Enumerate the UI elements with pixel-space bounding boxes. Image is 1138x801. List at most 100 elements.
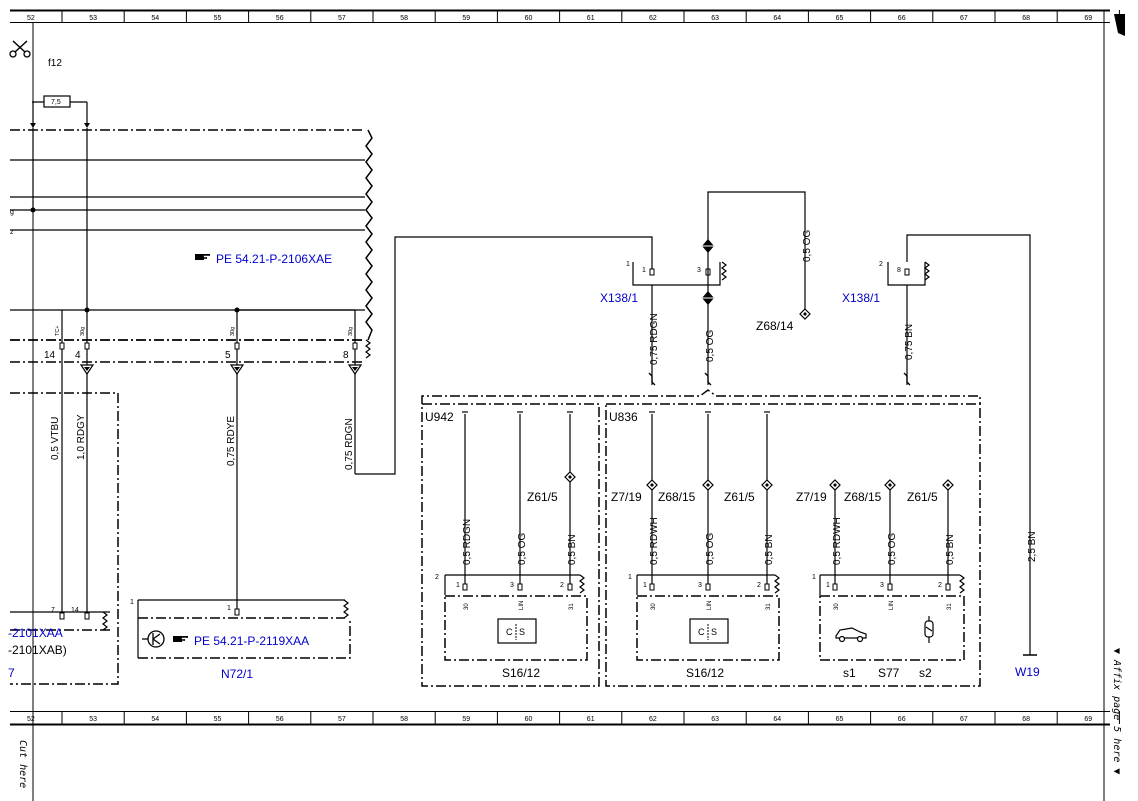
w19-label: W19 bbox=[1015, 665, 1040, 679]
pin-s77-lin: LIN bbox=[889, 601, 895, 610]
pin-x138l-3: 3 bbox=[697, 267, 701, 274]
pin-n72-1b: 1 bbox=[227, 605, 231, 612]
ruler-column-bottom: 60 bbox=[525, 716, 533, 723]
z68-14-label: Z68/14 bbox=[756, 319, 794, 333]
ruler-column-top: 69 bbox=[1084, 15, 1092, 22]
ruler-column-bottom: 61 bbox=[587, 716, 595, 723]
ruler-column-top: 56 bbox=[276, 15, 284, 22]
affix-note: ▼ Affix page 5 here ▼ bbox=[1111, 648, 1122, 774]
pin-30g-b: 30g bbox=[230, 327, 236, 336]
pin-s77-30: 30 bbox=[834, 603, 840, 610]
wire-u836-rdwh: 0,5 RDWH bbox=[649, 517, 660, 565]
pointing-hand-icon bbox=[172, 635, 189, 643]
pin-ll-7: 7 bbox=[51, 607, 55, 614]
pin-s16l-1: 1 bbox=[456, 582, 460, 589]
s77-s1-label: s1 bbox=[843, 666, 856, 680]
car-icon bbox=[835, 627, 867, 643]
pin-x138l-1b: 1 bbox=[642, 267, 646, 274]
switch-symbol-icon: C S bbox=[497, 618, 537, 644]
ruler-column-bottom: 59 bbox=[462, 716, 470, 723]
x138-right-label: X138/1 bbox=[842, 291, 880, 305]
ruler-column-bottom: 57 bbox=[338, 716, 346, 723]
u836-z61-label: Z61/5 bbox=[724, 490, 755, 504]
ref-2119XAA: PE 54.21-P-2119XAA bbox=[194, 634, 309, 648]
wire-u942-rdgn: 0,5 RDGN bbox=[462, 519, 473, 565]
pin-x138l-1: 1 bbox=[626, 261, 630, 268]
scissors-icon bbox=[9, 40, 31, 58]
ruler-column-bottom: 56 bbox=[276, 716, 284, 723]
pointing-hand-icon bbox=[194, 253, 211, 261]
ruler-column-top: 54 bbox=[151, 15, 159, 22]
ruler-column-top: 62 bbox=[649, 15, 657, 22]
wire-x138-og: 0,5 OG bbox=[705, 330, 716, 362]
wire-bundle bbox=[10, 128, 373, 341]
pin-s77-31: 31 bbox=[947, 603, 953, 610]
ruler-column-bottom: 66 bbox=[898, 716, 906, 723]
lamp-icon bbox=[924, 616, 934, 643]
s16-left-label: S16/12 bbox=[502, 666, 540, 680]
s77-label: S77 bbox=[878, 666, 900, 680]
u836-z6815-label: Z68/15 bbox=[658, 490, 696, 504]
switch-symbol-icon: C S bbox=[689, 618, 729, 644]
wire-u942-bn: 0,5 BN bbox=[567, 534, 578, 565]
pin-s16r-lin: LIN bbox=[707, 601, 713, 610]
u836-z719-label: Z7/19 bbox=[611, 490, 642, 504]
ruler-column-bottom: 55 bbox=[214, 716, 222, 723]
ruler-column-top: 55 bbox=[214, 15, 222, 22]
pin-s77-3: 3 bbox=[880, 582, 884, 589]
ruler-column-top: 67 bbox=[960, 15, 968, 22]
pin-s16l-2: 2 bbox=[435, 574, 439, 581]
ruler-column-top: 64 bbox=[773, 15, 781, 22]
pin-s77-2: 2 bbox=[938, 582, 942, 589]
pin-4: 4 bbox=[75, 350, 81, 361]
ruler-column-top: 58 bbox=[400, 15, 408, 22]
ruler-column-top: 60 bbox=[525, 15, 533, 22]
pin-s16r-31: 31 bbox=[766, 603, 772, 610]
s77-z61-label: Z61/5 bbox=[907, 490, 938, 504]
ruler-column-bottom: 64 bbox=[773, 716, 781, 723]
pin-tc: TC+ bbox=[55, 325, 61, 336]
fuse-rating: 7,5 bbox=[51, 99, 61, 106]
wire-rdye: 0,75 RDYE bbox=[226, 416, 237, 466]
pin-5: 5 bbox=[225, 350, 231, 361]
ruler-column-top: 65 bbox=[836, 15, 844, 22]
ruler-column-bottom: 53 bbox=[89, 716, 97, 723]
wire-u942-og: 0,5 OG bbox=[517, 533, 528, 565]
ref-2101XAB: -2101XAB) bbox=[8, 643, 67, 657]
wire-z68-og: 0,5 OG bbox=[802, 230, 813, 262]
ref-2101XAA: -2101XAA bbox=[8, 626, 63, 640]
pin-s16l-3: 3 bbox=[510, 582, 514, 589]
pin-s77-1: 1 bbox=[812, 574, 816, 581]
amplifier-icon bbox=[142, 630, 165, 648]
pin-x138r-2: 2 bbox=[879, 261, 883, 268]
u942-label: U942 bbox=[425, 410, 454, 424]
wire-w19-bn: 2,5 BN bbox=[1027, 531, 1038, 562]
pin-s77-1b: 1 bbox=[826, 582, 830, 589]
fuse-label: f12 bbox=[48, 58, 62, 69]
pin-s16l-30: 30 bbox=[464, 603, 470, 610]
pin-30g-a: 30g bbox=[80, 327, 86, 336]
svg-text:S: S bbox=[519, 627, 525, 637]
ruler-column-bottom: 62 bbox=[649, 716, 657, 723]
wire-x138-bn: 0,75 BN bbox=[904, 324, 915, 360]
svg-text:C: C bbox=[506, 627, 513, 637]
pin-30g-c: 30g bbox=[348, 327, 354, 336]
pin-8: 8 bbox=[343, 350, 349, 361]
pin-s16r-1: 1 bbox=[628, 574, 632, 581]
ruler-column-bottom: 54 bbox=[151, 716, 159, 723]
pin-s16l-lin: LIN bbox=[519, 601, 525, 610]
ruler-column-bottom: 68 bbox=[1022, 716, 1030, 723]
ref-2106XAE: PE 54.21-P-2106XAE bbox=[216, 252, 332, 266]
u836-label: U836 bbox=[609, 410, 638, 424]
ruler-column-top: 59 bbox=[462, 15, 470, 22]
n72-label: N72/1 bbox=[221, 667, 253, 681]
s77-s2-label: s2 bbox=[919, 666, 932, 680]
ruler-column-top: 61 bbox=[587, 15, 595, 22]
s77-z6815-label: Z68/15 bbox=[844, 490, 882, 504]
ruler-column-bottom: 63 bbox=[711, 716, 719, 723]
wire-tag-g: g bbox=[10, 209, 14, 216]
pin-s16r-30: 30 bbox=[651, 603, 657, 610]
ruler-column-bottom: 52 bbox=[27, 716, 35, 723]
cut-note: Cut here bbox=[17, 740, 28, 788]
wire-u836-og: 0,5 OG bbox=[705, 533, 716, 565]
